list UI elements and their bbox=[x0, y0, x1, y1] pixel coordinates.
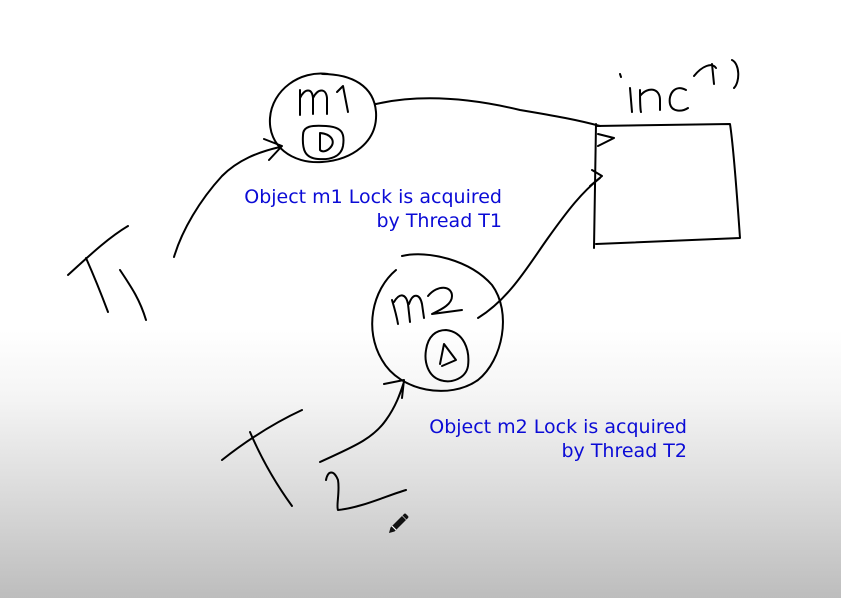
object-m1-lock-keyhole bbox=[319, 132, 334, 153]
object-m1 bbox=[268, 72, 378, 164]
m2-to-inc-arrow bbox=[477, 169, 603, 319]
m2-caption-line2: by Thread T2 bbox=[561, 440, 687, 462]
m1-caption-line1: Object m1 Lock is acquired bbox=[244, 186, 502, 208]
thread-t2-arrow bbox=[319, 379, 405, 463]
pencil-icon bbox=[389, 513, 409, 533]
object-m2-lock-icon bbox=[424, 329, 470, 383]
thread-t1 bbox=[67, 138, 283, 321]
thread-t1-arrow bbox=[173, 138, 283, 258]
object-m1-label bbox=[299, 85, 349, 116]
m1-caption-line2: by Thread T1 bbox=[376, 210, 502, 232]
object-m2-lock-keyhole bbox=[439, 343, 457, 367]
inc-method bbox=[593, 59, 741, 249]
inc-method-box bbox=[593, 123, 741, 249]
object-m2-label bbox=[391, 286, 463, 325]
m2-caption-line1: Object m2 Lock is acquired bbox=[429, 416, 687, 438]
m1-lock-caption: Object m1 Lock is acquired by Thread T1 bbox=[244, 185, 502, 233]
object-m2 bbox=[371, 253, 504, 392]
thread-t2-label bbox=[221, 409, 407, 511]
thread-t2 bbox=[221, 379, 407, 511]
thread-t1-label bbox=[67, 225, 147, 321]
object-m1-outline bbox=[268, 72, 378, 164]
object-m1-lock-icon bbox=[301, 124, 345, 161]
m1-to-inc-arrow bbox=[375, 97, 615, 147]
inc-method-label bbox=[619, 59, 740, 113]
m2-lock-caption: Object m2 Lock is acquired by Thread T2 bbox=[429, 415, 687, 463]
object-m2-outline bbox=[371, 253, 504, 392]
